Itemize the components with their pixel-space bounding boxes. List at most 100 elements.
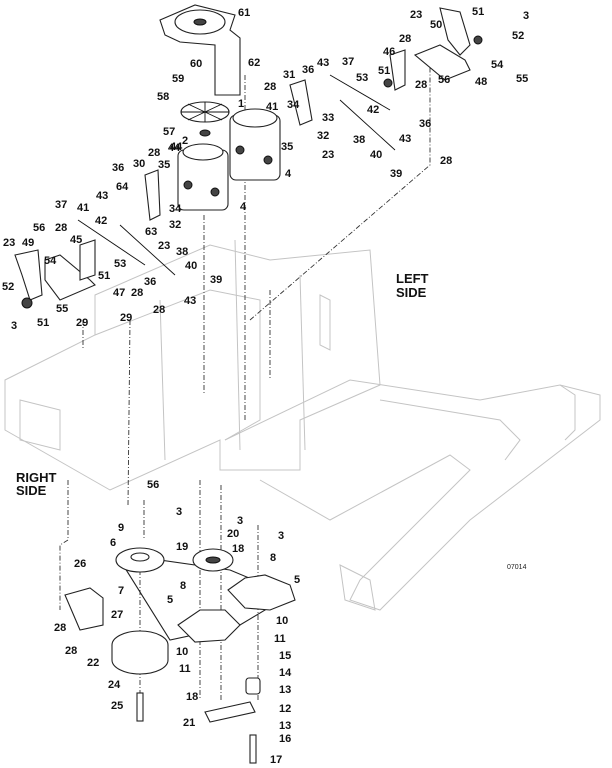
callout-8: 8	[270, 552, 276, 564]
callout-28: 28	[54, 622, 66, 634]
callout-47: 47	[113, 287, 125, 299]
callout-28: 28	[148, 147, 160, 159]
callout-3: 3	[523, 10, 529, 22]
callout-40: 40	[185, 260, 197, 272]
callout-42: 42	[95, 215, 107, 227]
callout-56: 56	[33, 222, 45, 234]
right-side-label-2: SIDE	[16, 483, 47, 498]
callout-4: 4	[285, 168, 292, 180]
callout-2: 2	[182, 135, 188, 147]
callout-27: 27	[111, 609, 123, 621]
callout-31: 31	[283, 69, 295, 81]
callout-10: 10	[176, 646, 188, 658]
callout-60: 60	[190, 58, 202, 70]
callout-56: 56	[147, 479, 159, 491]
callout-35: 35	[281, 141, 293, 153]
callout-20: 20	[227, 528, 239, 540]
callout-23: 23	[3, 237, 15, 249]
callout-54: 54	[491, 59, 504, 71]
right-side-label-1: RIGHT	[16, 470, 57, 485]
callout-43: 43	[184, 295, 196, 307]
chassis-frame	[4, 239, 601, 611]
callout-32: 32	[169, 219, 181, 231]
callout-56: 56	[438, 74, 450, 86]
callout-39: 39	[390, 168, 402, 180]
callout-28: 28	[440, 155, 452, 167]
callout-54: 54	[44, 255, 57, 267]
callout-43: 43	[399, 133, 411, 145]
callout-28: 28	[415, 79, 427, 91]
callout-9: 9	[118, 522, 124, 534]
fan-shroud	[159, 4, 241, 96]
callout-36: 36	[144, 276, 156, 288]
callout-28: 28	[131, 287, 143, 299]
callout-36: 36	[302, 64, 314, 76]
callout-37: 37	[55, 199, 67, 211]
callout-51: 51	[98, 270, 110, 282]
callout-29: 29	[76, 317, 88, 329]
callout-7: 7	[118, 585, 124, 597]
callout-28: 28	[264, 81, 276, 93]
callout-40: 40	[370, 149, 382, 161]
callout-24: 24	[108, 679, 121, 691]
callout-13: 13	[279, 720, 291, 732]
callout-28: 28	[55, 222, 67, 234]
callout-53: 53	[356, 72, 368, 84]
callout-12: 12	[279, 703, 291, 715]
callout-52: 52	[2, 281, 14, 293]
callout-49: 49	[22, 237, 34, 249]
callout-43: 43	[317, 57, 329, 69]
left-side-label-1: LEFT	[396, 271, 429, 286]
callout-55: 55	[516, 73, 528, 85]
callout-44: 44	[170, 141, 183, 153]
callout-44: 44	[168, 142, 181, 154]
callout-5: 5	[294, 574, 300, 586]
callout-19: 19	[176, 541, 188, 553]
callout-18: 18	[232, 543, 244, 555]
callout-21: 21	[183, 717, 195, 729]
callout-36: 36	[419, 118, 431, 130]
figure-code: 07014	[507, 564, 527, 571]
callout-34: 34	[169, 203, 182, 215]
callout-59: 59	[172, 73, 184, 85]
hydro-pump-right	[229, 108, 281, 181]
callout-42: 42	[367, 104, 379, 116]
callout-26: 26	[74, 558, 86, 570]
callout-28: 28	[153, 304, 165, 316]
callout-11: 11	[274, 633, 286, 645]
callout-5: 5	[167, 594, 173, 606]
callout-10: 10	[276, 615, 288, 627]
callout-22: 22	[87, 657, 99, 669]
left-side-label-2: SIDE	[396, 285, 427, 300]
callout-53: 53	[114, 258, 126, 270]
callout-14: 14	[279, 667, 292, 679]
callout-46: 46	[383, 46, 395, 58]
callout-34: 34	[287, 99, 300, 111]
callout-36: 36	[112, 162, 124, 174]
callout-39: 39	[210, 274, 222, 286]
hydro-pump-left	[177, 143, 229, 211]
callout-15: 15	[279, 650, 291, 662]
callout-8: 8	[180, 580, 186, 592]
callout-28: 28	[399, 33, 411, 45]
callout-64: 64	[116, 181, 129, 193]
callout-3: 3	[237, 515, 243, 527]
callout-13: 13	[279, 684, 291, 696]
callout-3: 3	[176, 506, 182, 518]
callout-52: 52	[512, 30, 524, 42]
callout-51: 51	[37, 317, 49, 329]
callout-37: 37	[342, 56, 354, 68]
callout-38: 38	[176, 246, 188, 258]
callout-6: 6	[110, 537, 116, 549]
callout-4: 4	[240, 201, 247, 213]
callout-57: 57	[163, 126, 175, 138]
callout-28: 28	[65, 645, 77, 657]
callout-3: 3	[278, 530, 284, 542]
callout-23: 23	[158, 240, 170, 252]
callout-3: 3	[11, 320, 17, 332]
callout-1: 1	[238, 98, 244, 110]
callout-55: 55	[56, 303, 68, 315]
callout-18: 18	[186, 691, 198, 703]
